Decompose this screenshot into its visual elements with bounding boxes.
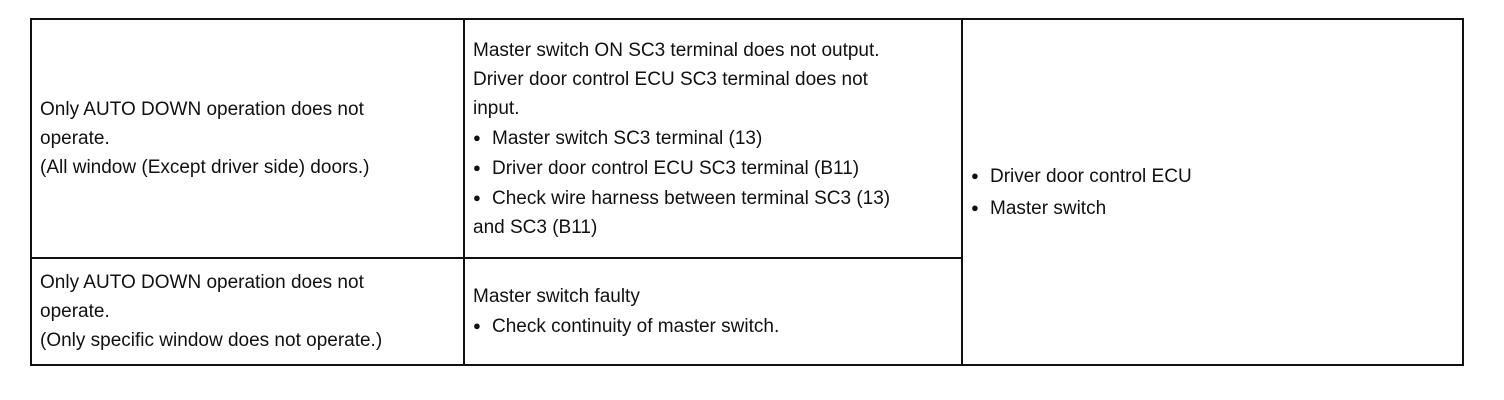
cause-text: Driver door control ECU SC3 terminal doe… — [473, 68, 868, 90]
cause-text: and SC3 (B11) — [473, 216, 598, 238]
symptom-cell: Only AUTO DOWN operation does not operat… — [30, 257, 465, 366]
suspect-part-item: Master switch — [971, 192, 1454, 224]
cause-bullet-item: Driver door control ECU SC3 terminal (B1… — [473, 153, 953, 183]
cause-bullet-item: Check wire harness between terminal SC3 … — [473, 183, 953, 213]
troubleshooting-table: Only AUTO DOWN operation does not operat… — [30, 18, 1464, 366]
cause-cell: Master switch faulty Check continuity of… — [463, 257, 963, 366]
cause-bullet-item: Master switch SC3 terminal (13) — [473, 123, 953, 153]
suspect-parts-cell: Driver door control ECU Master switch — [961, 18, 1464, 366]
symptom-line: (All window (Except driver side) doors.) — [40, 157, 370, 178]
symptom-line: Only AUTO DOWN operation does not — [40, 99, 364, 120]
suspect-part-item: Driver door control ECU — [971, 160, 1454, 192]
table-row: Only AUTO DOWN operation does not operat… — [30, 257, 1463, 366]
cause-text: input. — [473, 97, 520, 119]
cause-text: Master switch faulty — [473, 286, 640, 307]
symptom-line: (Only specific window does not operate.) — [40, 330, 383, 351]
symptom-line: operate. — [40, 301, 110, 322]
cause-bullet-item: Check continuity of master switch. — [473, 311, 953, 341]
cause-text: Master switch ON SC3 terminal does not o… — [473, 39, 880, 61]
symptom-line: operate. — [40, 128, 110, 149]
cause-cell: Master switch ON SC3 terminal does not o… — [463, 18, 963, 259]
table-row: Only AUTO DOWN operation does not operat… — [30, 18, 1464, 366]
symptom-line: Only AUTO DOWN operation does not — [40, 272, 364, 293]
symptom-cell: Only AUTO DOWN operation does not operat… — [30, 18, 465, 259]
